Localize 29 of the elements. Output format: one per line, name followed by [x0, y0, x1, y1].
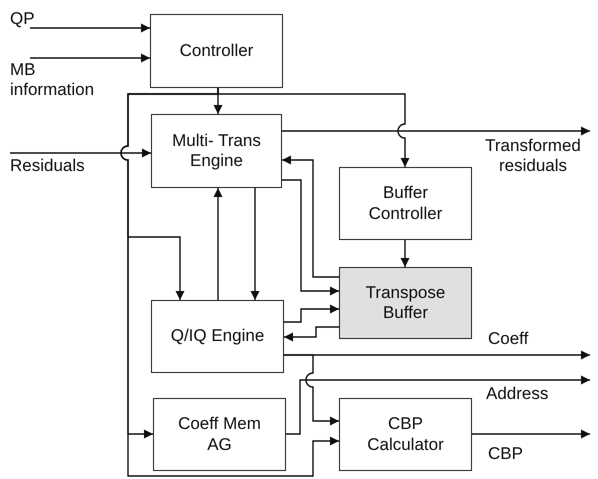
edge-label: Coeff [488, 329, 530, 349]
edge-label: QP [10, 9, 36, 29]
arrow [250, 188, 260, 300]
arrow [30, 24, 150, 32]
arrow [472, 430, 590, 438]
buffer-box: Transpose Buffer [339, 267, 472, 339]
arrow [282, 126, 590, 136]
generator-box: Coeff Mem AG [153, 398, 286, 471]
arrow [10, 148, 151, 158]
edge-label: CBP [488, 444, 524, 464]
calculator-box: CBP Calculator [339, 398, 472, 471]
arrow [400, 240, 410, 267]
arrow [120, 88, 339, 477]
arrow [214, 188, 222, 300]
arrow [284, 354, 339, 426]
controller-box: Buffer Controller [339, 167, 472, 240]
arrow [284, 326, 339, 342]
edge-label: Residuals [10, 156, 86, 176]
arrow [30, 54, 150, 62]
engine-box: Multi- Trans Engine [151, 114, 282, 188]
controller-box: Controller [150, 14, 283, 88]
edge-label: Transformed residuals [484, 136, 582, 176]
edge-label: MB information [10, 60, 96, 100]
engine-box: Q/IQ Engine [151, 300, 284, 373]
arrow [286, 376, 590, 435]
edge-label: Address [486, 384, 550, 404]
arrow [282, 179, 339, 296]
arrow [284, 304, 339, 323]
arrow [282, 156, 339, 278]
